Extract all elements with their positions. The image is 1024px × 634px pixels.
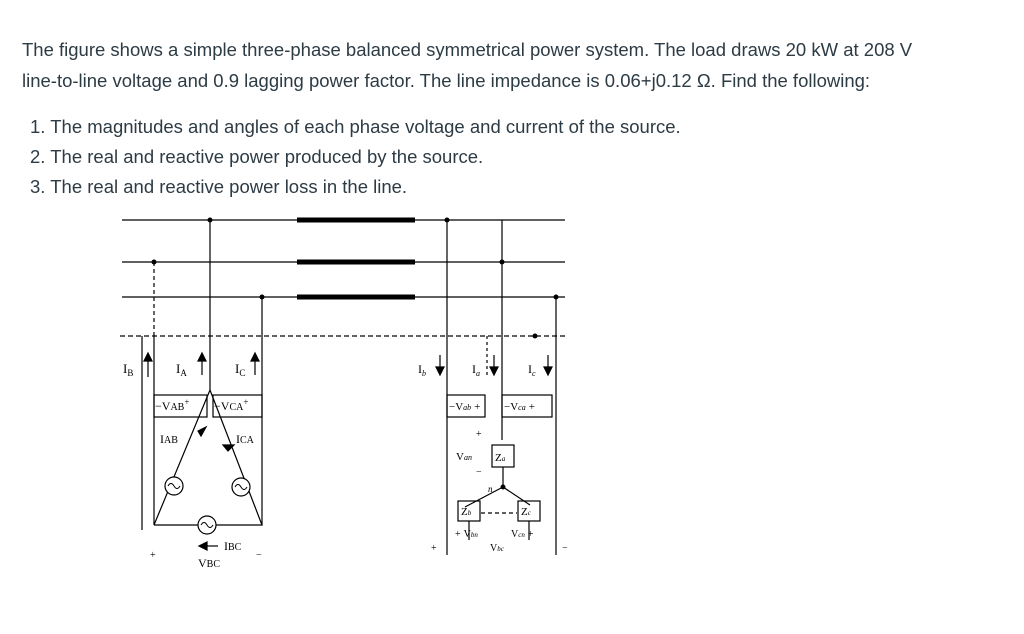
label-vab: −VAB+ xyxy=(155,397,189,413)
label-vbc-minus: − xyxy=(256,550,262,561)
label-vbc-load: Vbc xyxy=(490,543,505,554)
label-vbc: VBC xyxy=(198,556,220,570)
label-vbc-plus: + xyxy=(150,550,156,561)
label-ia-load: Ia xyxy=(472,362,480,378)
label-ic: IC xyxy=(235,361,245,378)
label-vcn: Vcn+ xyxy=(511,529,534,540)
label-vca-load: −Vca+ xyxy=(504,401,535,413)
arrow-ia-icon xyxy=(197,351,207,362)
arrow-iab-icon xyxy=(197,425,208,438)
label-ia: IA xyxy=(176,361,187,378)
arrow-ica-icon xyxy=(221,444,236,452)
arrow-ia-load-icon xyxy=(489,366,499,377)
label-van-plus: + xyxy=(476,429,482,440)
question-1: 1. The magnitudes and angles of each pha… xyxy=(30,116,681,137)
arrow-ic-load-icon xyxy=(543,366,553,377)
problem-line-1: The figure shows a simple three-phase ba… xyxy=(22,39,913,60)
label-vbn: +Vbn xyxy=(455,529,478,540)
label-van-minus: − xyxy=(476,467,482,478)
label-zc: Zc xyxy=(521,506,532,518)
label-vab-load: −Vab+ xyxy=(449,401,480,413)
label-zb: Zb xyxy=(461,506,472,518)
problem-statement: The figure shows a simple three-phase ba… xyxy=(22,34,1012,96)
arrow-ib-load-icon xyxy=(435,366,445,377)
label-vbc-load-plus: + xyxy=(431,543,437,554)
label-vbc-load-minus: − xyxy=(562,543,568,554)
question-list: 1. The magnitudes and angles of each pha… xyxy=(30,112,681,202)
arrow-ic-icon xyxy=(250,351,260,362)
problem-line-2: line-to-line voltage and 0.9 lagging pow… xyxy=(22,70,871,91)
arrow-ib-icon xyxy=(143,351,153,362)
arrow-ibc-icon xyxy=(197,541,208,551)
label-neutral: n xyxy=(488,484,493,494)
label-za: Za xyxy=(495,452,506,464)
neutral-node xyxy=(500,484,506,490)
label-ic-load: Ic xyxy=(528,362,536,378)
circuit-diagram: IB IA IC −VAB+ −VCA+ IAB ICA IBC VBC + −… xyxy=(120,217,568,570)
label-iab: IAB xyxy=(160,432,178,446)
question-2: 2. The real and reactive power produced … xyxy=(30,146,484,167)
label-ib-load: Ib xyxy=(418,362,426,378)
label-ib: IB xyxy=(123,361,133,378)
question-3: 3. The real and reactive power loss in t… xyxy=(30,176,408,197)
label-ibc: IBC xyxy=(224,539,242,553)
label-van: Van xyxy=(456,451,472,463)
circuit-figure: IB IA IC −VAB+ −VCA+ IAB ICA IBC VBC + −… xyxy=(110,205,580,590)
label-ica: ICA xyxy=(236,432,255,446)
label-vca: −VCA+ xyxy=(214,397,248,413)
